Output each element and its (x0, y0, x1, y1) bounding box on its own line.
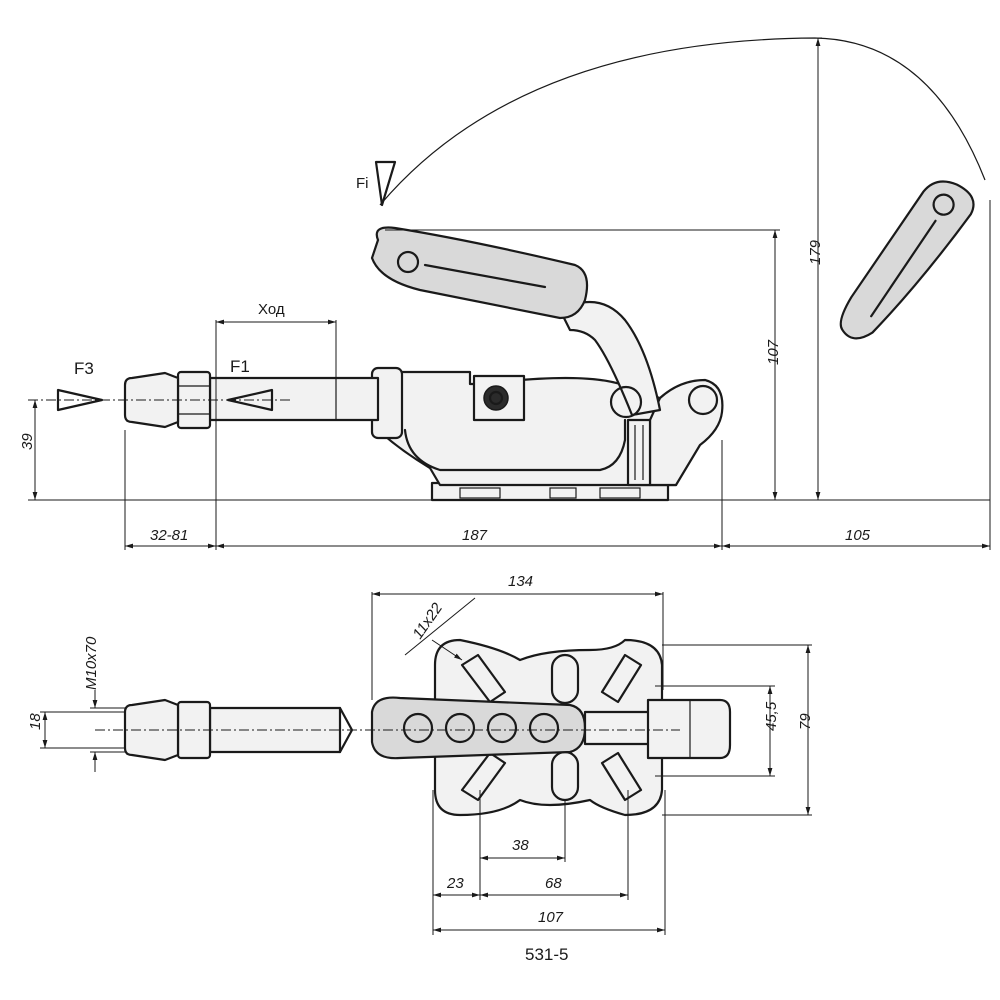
top-view (95, 638, 732, 817)
slide-bolt (483, 385, 509, 411)
grip-lettering (870, 219, 937, 318)
dim-134-label: 134 (508, 573, 533, 590)
dim-23-label: 23 (446, 875, 464, 892)
dim-187-label: 187 (462, 527, 488, 544)
base-slot (549, 487, 577, 499)
top-pivot-block (646, 698, 732, 760)
rear-bracket (648, 378, 724, 487)
force-label-fi: Fi (356, 175, 369, 192)
dim-107-label: 107 (765, 339, 782, 365)
grip-hole (396, 250, 420, 274)
slot (600, 751, 643, 802)
slot (460, 653, 507, 704)
slot (460, 751, 507, 802)
dim-slot (431, 639, 463, 661)
rib (486, 712, 518, 744)
grip-ribs (402, 712, 560, 744)
rib (402, 712, 434, 744)
rib (528, 712, 560, 744)
slot (550, 653, 580, 705)
handle-pivot (609, 385, 643, 419)
pivot-hole (687, 384, 719, 416)
handle-grip-open (839, 180, 975, 340)
dim-107-bottom-label: 107 (538, 909, 564, 926)
dim-18-label: 18 (27, 713, 44, 730)
dim-slot-leader (404, 597, 476, 656)
dim-32-81-label: 32-81 (150, 527, 188, 544)
slide-bolt-center (488, 390, 504, 406)
force-arrow-f3 (56, 388, 104, 412)
handle-grip-closed (370, 226, 589, 320)
grip-lettering (423, 263, 547, 289)
base-slot (459, 487, 501, 499)
handle-lever (558, 300, 662, 417)
link-arm (626, 418, 652, 487)
plunger-rod (208, 376, 380, 422)
body-inner-cutout (403, 418, 627, 472)
dim-45-5-label: 45,5 (763, 701, 780, 731)
dim-38-label: 38 (512, 837, 529, 854)
dim-79-label: 79 (797, 713, 814, 730)
handle-swing-arc (379, 37, 986, 206)
base-slot (599, 487, 641, 499)
mounting-slots (460, 653, 643, 802)
dim-179-label: 179 (807, 239, 824, 265)
top-link-arm (583, 710, 657, 746)
dim-39-label: 39 (19, 433, 36, 450)
force-label-f1: F1 (230, 357, 250, 376)
grip-hole (932, 193, 955, 216)
dim-105-label: 105 (845, 527, 871, 544)
side-view (28, 37, 986, 502)
force-arrow-fi (374, 160, 397, 207)
top-view-dimensions: 134 11x22 M10x70 18 45,5 79 38 (27, 573, 814, 964)
slot (600, 653, 643, 704)
model-label: 531-5 (525, 945, 568, 964)
side-view-dimensions: 39 32-81 187 105 Ход 107 179 F3 F1 Fi (19, 37, 991, 550)
force-label-f3: F3 (74, 359, 94, 378)
rib (444, 712, 476, 744)
force-arrow-f1 (226, 388, 274, 412)
spindle-tip (123, 371, 180, 429)
stroke-label: Ход (258, 301, 285, 318)
dim-m10x70-label: M10x70 (83, 636, 100, 690)
dim-68-label: 68 (545, 875, 562, 892)
